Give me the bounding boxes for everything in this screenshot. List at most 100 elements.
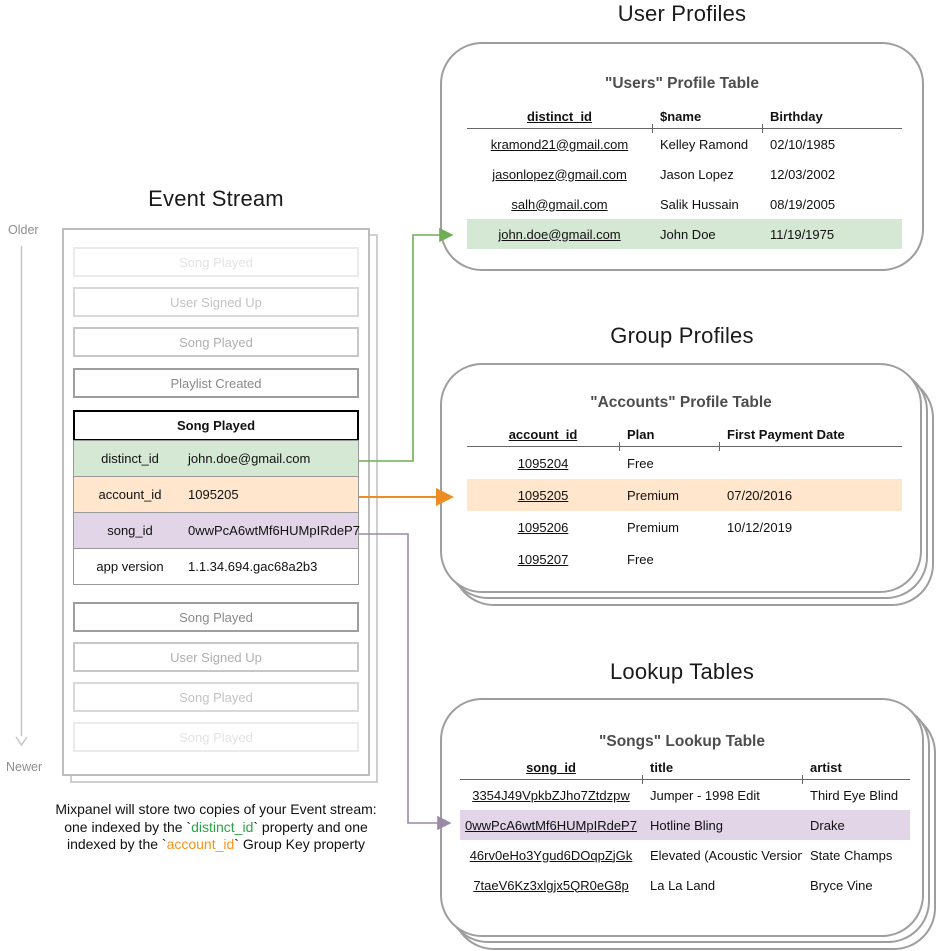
event-stream-title: Event Stream (148, 186, 284, 211)
column-header-distinct-id: distinct_id (526, 109, 592, 124)
table-row: 1095206 Premium 10/12/2019 (467, 511, 902, 543)
column-tick (652, 124, 653, 133)
cell-plan: Premium (627, 487, 680, 503)
column-tick (642, 775, 643, 784)
event-label: Playlist Created (170, 375, 262, 391)
accounts-table: account_id Plan First Payment Date 10952… (467, 423, 902, 575)
users-card: "Users" Profile Table distinct_id $name … (440, 42, 924, 271)
cell-artist: Bryce Vine (810, 877, 873, 893)
table-header-row: account_id Plan First Payment Date (467, 423, 902, 446)
property-key: distinct_id (101, 451, 159, 466)
caption-text: one indexed by the ` (64, 818, 192, 835)
table-row-highlighted: 1095205 Premium 07/20/2016 (467, 479, 902, 511)
column-header-title: title (650, 760, 674, 775)
column-tick (762, 124, 763, 133)
property-value: 1.1.34.694.gac68a2b3 (188, 559, 318, 574)
user-profiles-title: User Profiles (617, 1, 747, 26)
timeline-older-label: Older (8, 223, 39, 237)
cell-first-payment: 07/20/2016 (727, 487, 793, 503)
property-row-song-id: song_id 0wwPcA6wtMf6HUMpIRdeP7 (73, 512, 360, 549)
accounts-card: "Accounts" Profile Table account_id Plan… (440, 363, 922, 593)
table-row: 46rv0eHo3Ygud6DOqpZjGk Elevated (Acousti… (460, 840, 910, 870)
caption-text: ` Group Key property (234, 836, 366, 852)
songs-table: song_id title artist 3354J49VpkbZJho7Ztd… (460, 756, 910, 900)
cell-title: La La Land (650, 877, 716, 893)
property-row-app-version: app version 1.1.34.694.gac68a2b3 (73, 548, 359, 585)
column-header-account-id: account_id (508, 427, 578, 442)
cell-plan: Free (627, 455, 654, 471)
event-label: Song Played (179, 609, 253, 625)
expanded-event-card: Song Played distinct_id john.doe@gmail.c… (73, 410, 360, 585)
caption-account-id: account_id (166, 836, 235, 852)
event-label: User Signed Up (170, 294, 262, 310)
cell-name: John Doe (660, 226, 716, 242)
column-header-artist: artist (810, 760, 842, 775)
header-divider (467, 442, 902, 451)
table-row: 1095207 Free (467, 543, 902, 575)
column-tick (802, 775, 803, 784)
expanded-event-title: Song Played (73, 410, 359, 441)
cell-birthday: 12/03/2002 (770, 166, 836, 182)
cell-first-payment: 10/12/2019 (727, 519, 793, 535)
event-card: Song Played (73, 247, 359, 277)
caption-line-2: one indexed by the `distinct_id` propert… (35, 819, 397, 837)
cell-account-id: 1095207 (517, 551, 569, 567)
event-label: Song Played (179, 334, 253, 350)
cell-artist: Third Eye Blind (810, 787, 899, 803)
cell-name: Jason Lopez (660, 166, 734, 182)
property-value: john.doe@gmail.com (188, 451, 311, 466)
column-header-birthday: Birthday (770, 109, 823, 124)
cell-plan: Free (627, 551, 654, 567)
property-row-distinct-id: distinct_id john.doe@gmail.com (73, 440, 359, 477)
event-label: User Signed Up (170, 649, 262, 665)
caption-text: ` property and one (253, 818, 368, 835)
cell-song-id: 46rv0eHo3Ygud6DOqpZjGk (469, 847, 633, 863)
timeline-arrow (15, 736, 28, 747)
event-label: Song Played (179, 729, 253, 745)
cell-account-id: 1095206 (517, 519, 569, 535)
cell-artist: State Champs (810, 847, 893, 863)
cell-name: Salik Hussain (660, 196, 739, 212)
property-key: account_id (98, 487, 162, 502)
caption: Mixpanel will store two copies of your E… (35, 801, 397, 854)
cell-plan: Premium (627, 519, 680, 535)
column-tick (719, 442, 720, 451)
event-label: Song Played (179, 689, 253, 705)
songs-card: "Songs" Lookup Table song_id title artis… (440, 698, 924, 937)
table-row-highlighted: john.doe@gmail.com John Doe 11/19/1975 (467, 219, 902, 249)
cell-title: Jumper - 1998 Edit (650, 787, 760, 803)
caption-text: indexed by the ` (66, 836, 167, 852)
table-row: salh@gmail.com Salik Hussain 08/19/2005 (467, 189, 902, 219)
cell-distinct-id: jasonlopez@gmail.com (492, 166, 627, 182)
cell-distinct-id: salh@gmail.com (511, 196, 608, 212)
table-header-row: song_id title artist (460, 756, 910, 779)
cell-song-id: 3354J49VpkbZJho7Ztdzpw (472, 787, 630, 803)
accounts-card-title: "Accounts" Profile Table (590, 394, 772, 411)
caption-distinct-id: distinct_id (191, 818, 254, 835)
property-value: 0wwPcA6wtMf6HUMpIRdeP7 (188, 523, 360, 538)
cell-account-id: 1095205 (517, 487, 569, 503)
users-card-title: "Users" Profile Table (605, 75, 759, 92)
column-header-plan: Plan (627, 427, 655, 442)
event-card: Song Played (73, 602, 359, 632)
table-row: 1095204 Free (467, 447, 902, 479)
column-tick (619, 442, 620, 451)
table-row: kramond21@gmail.com Kelley Ramond 02/10/… (467, 129, 902, 159)
table-row: jasonlopez@gmail.com Jason Lopez 12/03/2… (467, 159, 902, 189)
group-profiles-title: Group Profiles (610, 323, 754, 348)
table-row: 7taeV6Kz3xlgjx5QR0eG8p La La Land Bryce … (460, 870, 910, 900)
property-key: app version (96, 559, 164, 574)
event-card: Playlist Created (73, 368, 359, 398)
cell-birthday: 11/19/1975 (770, 226, 835, 242)
header-divider (467, 124, 902, 133)
table-header-row: distinct_id $name Birthday (467, 105, 902, 128)
cell-account-id: 1095204 (517, 455, 569, 471)
event-card: Song Played (73, 327, 359, 357)
timeline-newer-label: Newer (6, 760, 43, 774)
event-card: User Signed Up (73, 642, 359, 672)
cell-song-id: 0wwPcA6wtMf6HUMpIRdeP7 (465, 817, 637, 833)
lookup-tables-title: Lookup Tables (609, 659, 755, 684)
caption-line-3: indexed by the `account_id` Group Key pr… (35, 836, 397, 854)
property-row-account-id: account_id 1095205 (73, 476, 359, 513)
column-header-name: $name (660, 109, 702, 124)
